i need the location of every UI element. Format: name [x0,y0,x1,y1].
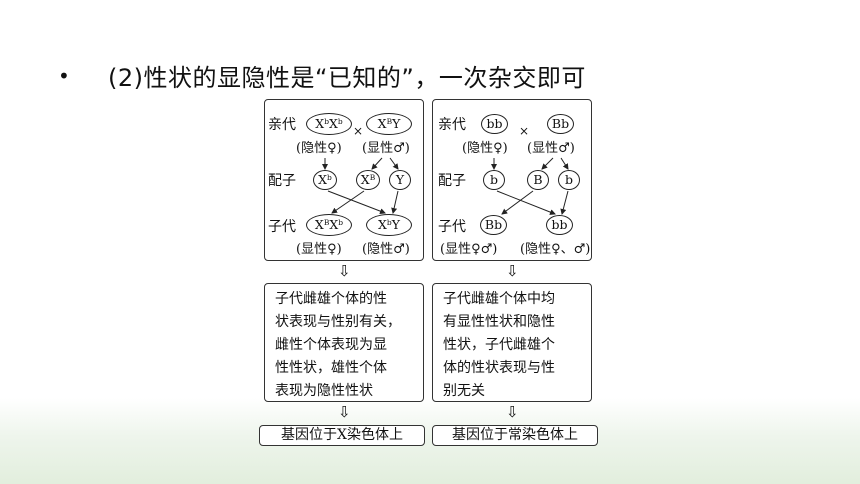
right-down-arrow-2: ⇩ [506,403,519,421]
right-offspring-2-genotype: bb [546,215,573,235]
right-arrow-male-to-gamete3 [560,157,569,170]
left-arrow-male-to-gamete2 [371,157,383,170]
right-arrow-gamete2-to-offspring1 [501,190,534,215]
left-conclusion-line: 雌性个体表现为显 [275,337,387,353]
left-offspring-label: 子代 [268,219,296,235]
right-arrow-male-to-gamete2 [541,157,554,170]
left-down-arrow-2: ⇩ [338,403,351,421]
right-conclusion-line: 体的性状表现与性 [443,360,555,376]
left-offspring-1-phenotype: (显性♀) [296,242,342,257]
right-gametes-label: 配子 [438,173,466,189]
left-arrow-gamete1-to-offspring2 [327,190,386,214]
left-conclusion-box: 子代雌雄个体的性 状表现与性别有关， 雌性个体表现为显 性性状，雄性个体 表现为… [264,283,424,402]
left-conclusion-line: 性性状，雄性个体 [275,360,387,376]
right-arrow-gamete3-to-offspring2 [560,190,569,215]
left-female-parent-genotype: XbXb [306,113,352,135]
right-result-box: 基因位于常染色体上 [432,425,598,446]
right-gamete-3: b [558,170,580,190]
left-gametes-label: 配子 [268,173,296,189]
left-female-phenotype: (隐性♀) [296,141,342,156]
left-male-phenotype: (显性♂) [362,141,410,156]
right-conclusion-box: 子代雌雄个体中均 有显性性状和隐性 性状，子代雌雄个 体的性状表现与性 别无关 [432,283,592,402]
left-offspring-2-phenotype: (隐性♂) [362,242,410,257]
left-arrow-male-to-gamete3 [389,157,399,170]
bottom-decorative-band [0,398,860,484]
left-male-parent-genotype: XBY [366,113,412,135]
right-conclusion-line: 子代雌雄个体中均 [443,291,555,307]
right-offspring-1-phenotype: (显性♀♂) [440,242,498,257]
left-cross-symbol: × [353,124,364,138]
left-parents-label: 亲代 [268,117,296,133]
right-gamete-1: b [483,170,505,190]
right-cross-symbol: × [519,124,530,138]
right-gamete-2: B [527,170,549,190]
right-parents-label: 亲代 [438,117,466,133]
right-female-phenotype: (隐性♀) [462,141,508,156]
left-down-arrow-1: ⇩ [338,262,351,280]
left-arrow-gamete2-to-offspring1 [331,190,365,214]
left-offspring-1-genotype: XBXb [306,214,352,236]
slide-heading: (2)性状的显隐性是“已知的”，一次杂交即可 [108,64,586,92]
right-offspring-1-genotype: Bb [480,215,507,235]
left-gamete-2: XB [356,170,380,190]
left-gamete-1: Xb [313,170,337,190]
right-offspring-2-phenotype: (隐性♀、♂) [520,242,591,257]
right-male-parent-genotype: Bb [547,114,574,134]
left-gamete-3: Y [389,170,411,190]
right-down-arrow-1: ⇩ [506,262,519,280]
right-conclusion-line: 别无关 [443,383,485,399]
bullet-point: • [58,64,70,88]
right-conclusion-line: 有显性性状和隐性 [443,314,555,330]
right-conclusion-line: 性状，子代雌雄个 [443,337,555,353]
left-offspring-2-genotype: XbY [366,214,412,236]
left-conclusion-line: 状表现与性别有关， [275,314,401,330]
right-offspring-label: 子代 [438,219,466,235]
left-conclusion-line: 表现为隐性性状 [275,383,373,399]
right-arrow-gamete1-to-offspring2 [496,190,556,215]
right-male-phenotype: (显性♂) [527,141,575,156]
right-female-parent-genotype: bb [481,114,508,134]
left-arrow-gamete3-to-offspring2 [391,190,399,214]
left-result-box: 基因位于X染色体上 [259,425,425,446]
left-conclusion-line: 子代雌雄个体的性 [275,291,387,307]
